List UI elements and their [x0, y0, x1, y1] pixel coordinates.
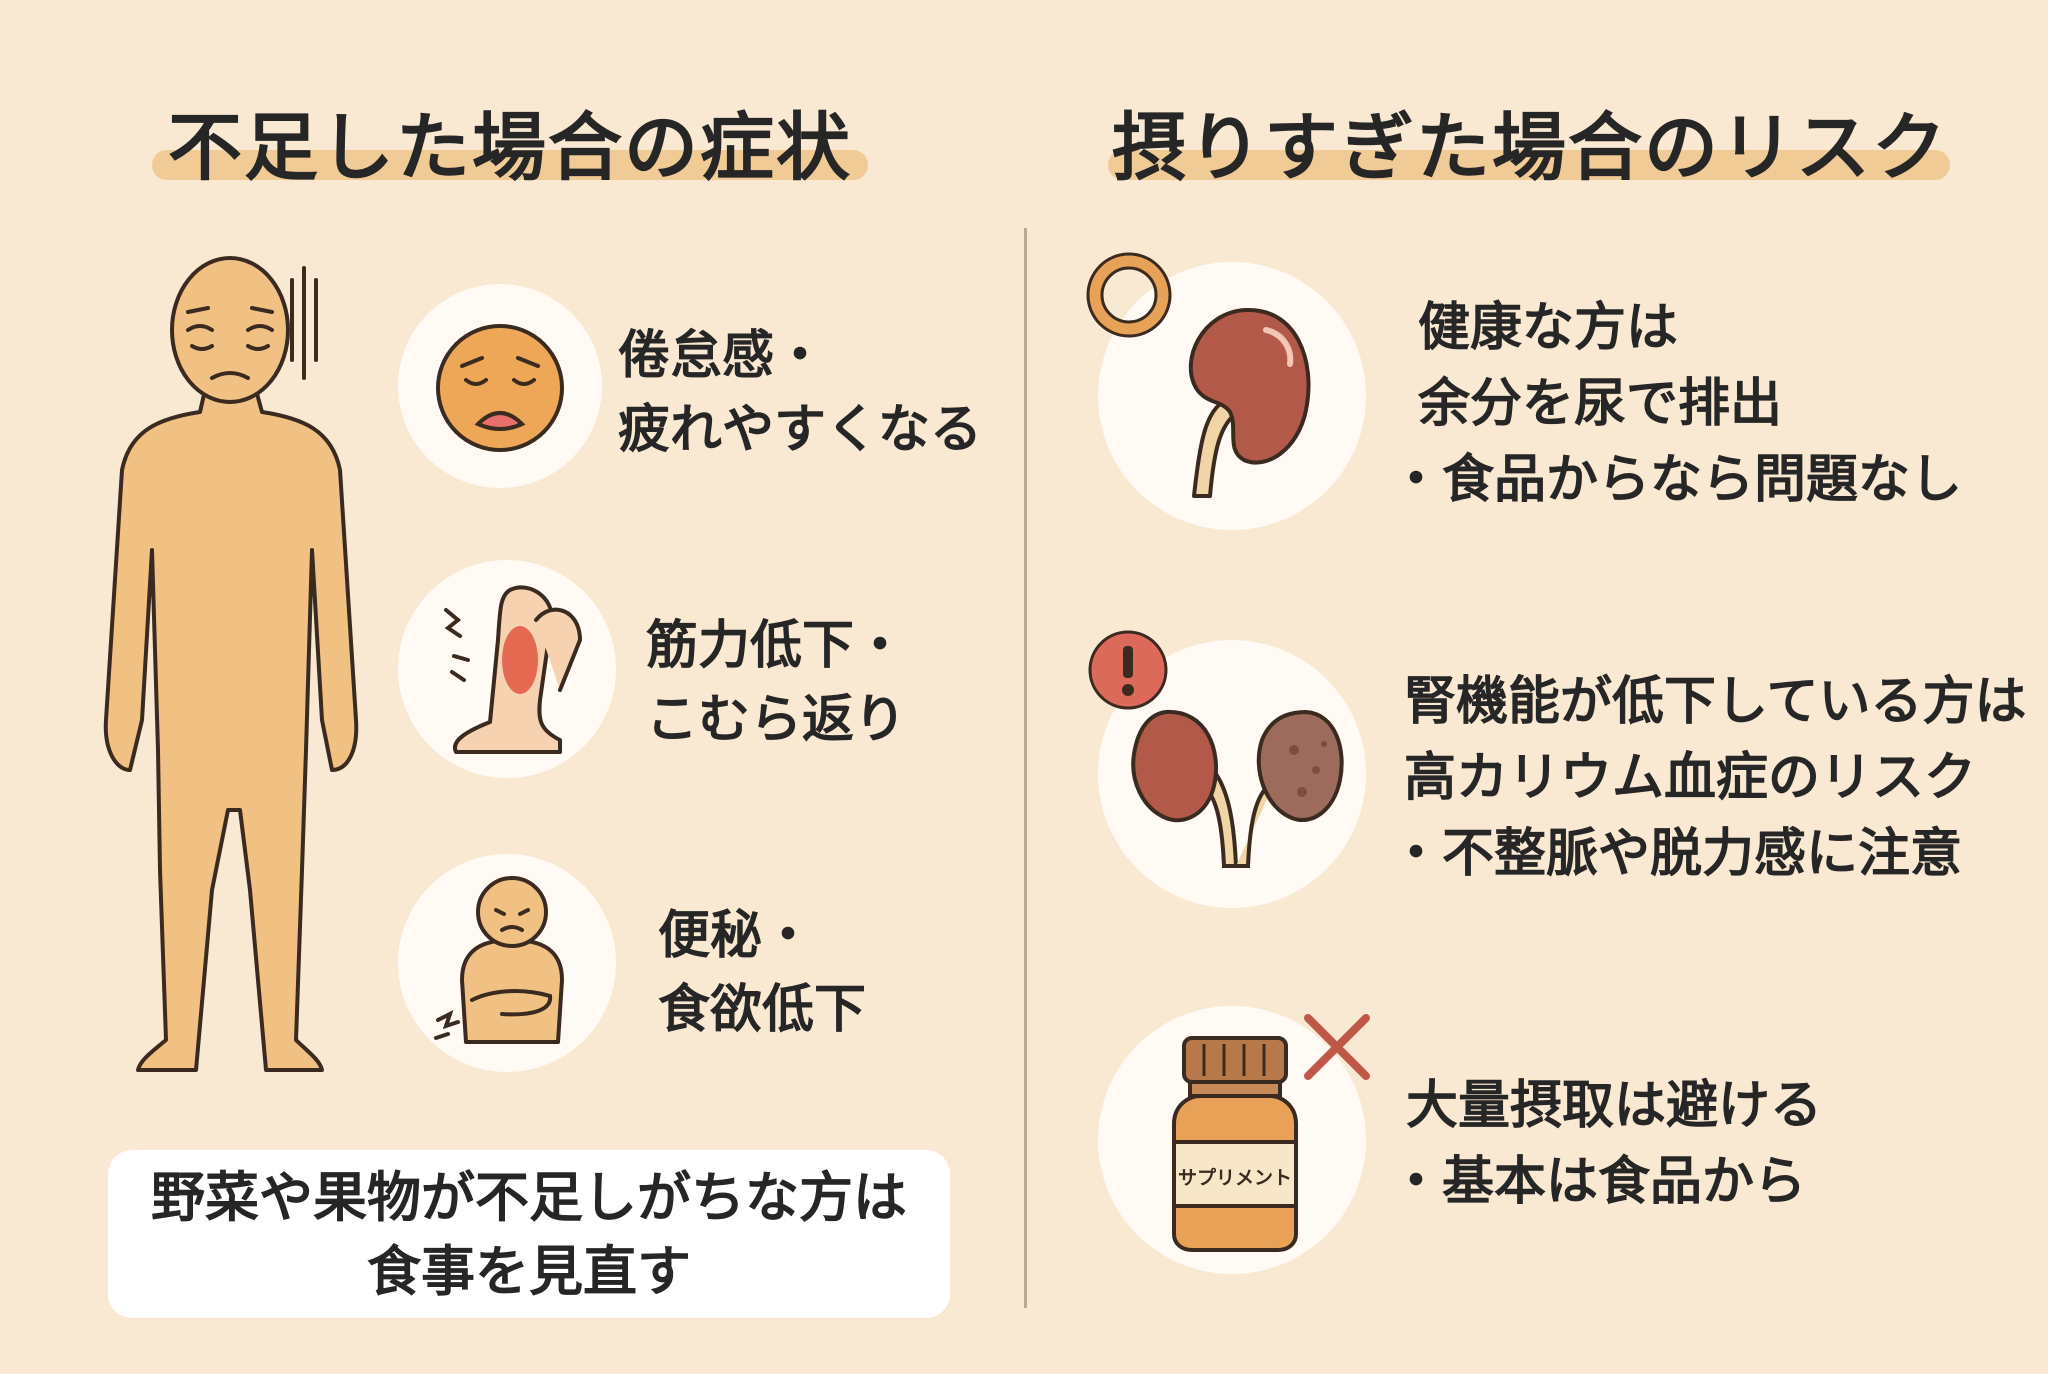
kidney-icon	[1188, 307, 1311, 498]
leg-cramp-icon	[444, 585, 583, 754]
symptom-3-line2: 食欲低下	[658, 980, 867, 1040]
risk-2-line1: 腎機能が低下している方は	[1404, 672, 2027, 732]
ok-circle-icon	[1086, 252, 1172, 338]
risk-1-line1: 健康な方は	[1418, 298, 1679, 358]
advice-note-line1: 野菜や果物が不足しがちな方は	[151, 1166, 907, 1229]
center-divider	[1024, 228, 1027, 1308]
symptom-2-line2: こむら返り	[646, 690, 907, 750]
tired-face-icon	[436, 324, 564, 452]
stomach-ache-icon	[434, 876, 564, 1044]
risk-1-line3: ・食品からなら問題なし	[1390, 450, 1963, 510]
left-heading: 不足した場合の症状	[168, 105, 852, 191]
left-heading-underline	[152, 150, 868, 180]
risk-1-line2: 余分を尿で排出	[1418, 374, 1783, 434]
tired-person-figure-icon	[103, 256, 359, 1072]
risk-2-line3: ・不整脈や脱力感に注意	[1390, 824, 1963, 884]
right-heading-underline	[1108, 150, 1950, 180]
risk-2-line2: 高カリウム血症のリスク	[1404, 748, 1977, 808]
advice-note-line2: 食事を見直す	[367, 1240, 691, 1303]
symptom-3-line1: 便秘・	[658, 906, 815, 966]
risk-3-line2: ・基本は食品から	[1390, 1152, 1807, 1212]
warning-icon	[1088, 630, 1168, 710]
advice-note-box: 野菜や果物が不足しがちな方は 食事を見直す	[108, 1150, 950, 1318]
damaged-kidneys-icon	[1131, 709, 1344, 868]
symptom-1-line1: 倦怠感・	[618, 326, 827, 386]
symptom-2-line1: 筋力低下・	[646, 616, 907, 676]
risk-3-line1: 大量摂取は避ける	[1406, 1076, 1823, 1136]
bottle-label-text: サプリメント	[1178, 1166, 1292, 1189]
right-heading: 摂りすぎた場合のリスク	[1112, 105, 1948, 191]
cross-icon	[1304, 1014, 1370, 1080]
supplement-bottle-icon: サプリメント	[1172, 1036, 1298, 1252]
symptom-1-line2: 疲れやすくなる	[618, 400, 983, 460]
